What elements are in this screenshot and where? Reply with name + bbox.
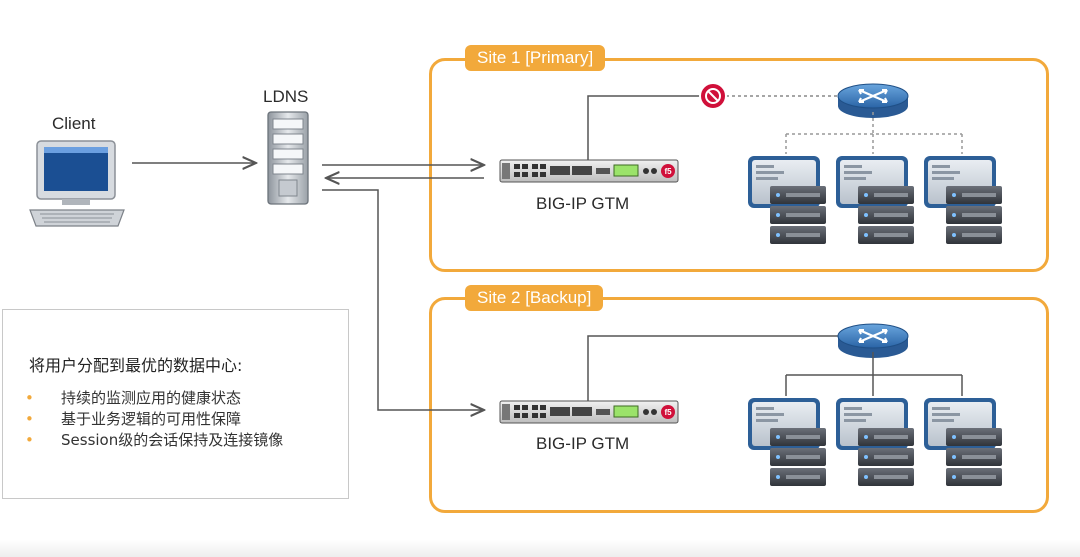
list-item: • 持续的监测应用的健康状态 <box>25 388 283 409</box>
bullet-icon: • <box>25 410 34 428</box>
info-list: • 持续的监测应用的健康状态 • 基于业务逻辑的可用性保障 • Session级的会话… <box>25 388 283 451</box>
blocked-icon <box>699 82 727 110</box>
gtm2-uplink <box>587 335 838 402</box>
bottom-band <box>0 540 1080 557</box>
ldns-label: LDNS <box>263 87 309 106</box>
site2-gtm-appliance-icon <box>499 400 679 424</box>
site1-server-links <box>785 112 963 154</box>
site-1-tab: Site 1 [Primary] <box>465 45 606 71</box>
bullet-icon: • <box>25 431 34 449</box>
site-2-tab: Site 2 [Backup] <box>465 285 604 311</box>
info-item-text: 持续的监测应用的健康状态 <box>61 389 242 407</box>
info-box: 将用户分配到最优的数据中心: • 持续的监测应用的健康状态 • 基于业务逻辑的可用性… <box>2 309 349 499</box>
ldns-server-icon <box>267 111 309 205</box>
site1-gtm-label: BIG-IP GTM <box>536 194 630 213</box>
site1-server-stack-2-icon <box>836 156 914 244</box>
list-item: • 基于业务逻辑的可用性保障 <box>25 409 283 430</box>
gtm1-uplink <box>587 95 700 160</box>
info-item-text: 基于业务逻辑的可用性保障 <box>61 410 242 428</box>
client-computer-icon <box>29 140 125 227</box>
info-item-text: Session级的会话保持及连接镜像 <box>61 431 284 449</box>
site1-server-stack-1-icon <box>748 156 826 244</box>
info-title: 将用户分配到最优的数据中心: <box>29 356 243 375</box>
bullet-icon: • <box>25 389 34 407</box>
site2-gtm-label: BIG-IP GTM <box>536 434 630 453</box>
site1-server-stack-3-icon <box>924 156 1002 244</box>
client-label: Client <box>52 114 96 133</box>
site2-server-links <box>785 352 963 396</box>
site2-server-stack-2-icon <box>836 398 914 486</box>
list-item: • Session级的会话保持及连接镜像 <box>25 430 283 451</box>
site2-server-stack-3-icon <box>924 398 1002 486</box>
site2-server-stack-1-icon <box>748 398 826 486</box>
site1-gtm-appliance-icon <box>499 159 679 183</box>
ldns-to-gtm2-arrow <box>322 189 484 410</box>
